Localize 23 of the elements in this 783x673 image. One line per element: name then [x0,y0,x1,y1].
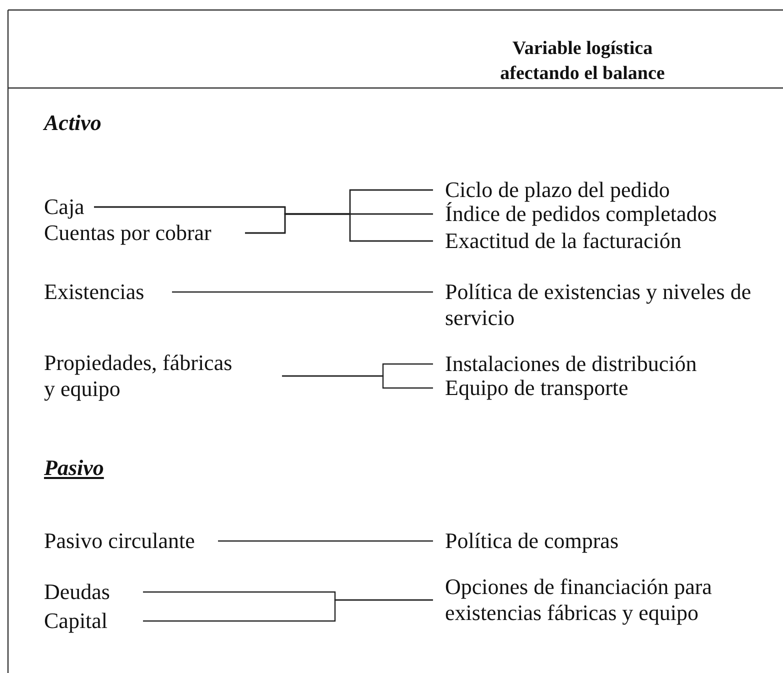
connector-line [282,375,433,389]
connector-line [143,599,433,622]
connector-line [218,540,433,542]
node-text: Equipo de transporte [445,377,630,399]
node-text: Deudas [44,581,111,603]
node-text: Cuentas por cobrar [44,222,212,244]
column-heading: Variable logística afectando el balance [499,37,666,86]
section-heading: Pasivo [44,455,104,481]
node-text: Exactitud de la facturación [445,230,682,252]
connector-line [172,291,433,293]
node-text: Propiedades, fábricas y equipo [44,350,234,402]
node-text: Capital [44,610,109,632]
node-text: Política de compras [445,530,620,552]
node-text: Pasivo circulante [44,530,196,552]
connector-line [245,213,433,242]
node-text: Índice de pedidos completados [445,203,718,225]
node-text: Instalaciones de distribución [445,353,698,375]
section-heading: Activo [44,110,102,136]
node-text: Existencias [44,281,146,303]
node-text: Opciones de financiación para existencias fábricas y equipo [445,574,713,626]
node-text: Ciclo de plazo del pedido [445,179,671,201]
node-text: Caja [44,196,86,218]
node-text: Política de existencias y niveles de servicio [445,279,752,331]
